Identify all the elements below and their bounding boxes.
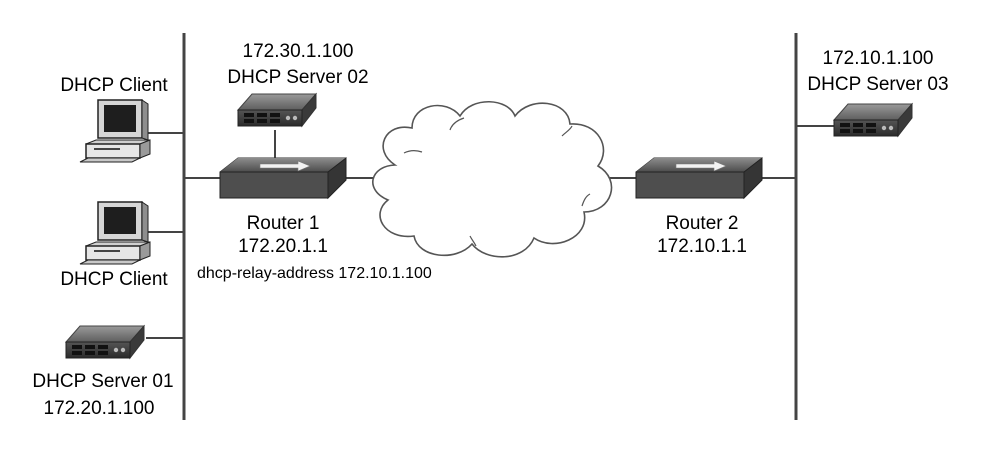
router-2-label: Router 2 bbox=[665, 213, 739, 234]
dhcp-client-2-label: DHCP Client bbox=[60, 269, 168, 290]
router-1-ip: 172.20.1.1 bbox=[238, 236, 328, 257]
dhcp-server-03-label: DHCP Server 03 bbox=[807, 74, 949, 95]
dhcp-server-03-icon bbox=[833, 103, 913, 137]
router-1-icon bbox=[219, 157, 347, 199]
dhcp-server-01-ip: 172.20.1.100 bbox=[43, 398, 155, 419]
dhcp-server-03-ip: 172.10.1.100 bbox=[822, 48, 934, 69]
dhcp-server-02-label: DHCP Server 02 bbox=[227, 67, 369, 88]
router-1-relay-address: dhcp-relay-address 172.10.1.100 bbox=[197, 265, 432, 282]
dhcp-client-2-pc-icon bbox=[79, 201, 151, 265]
router-2-icon bbox=[635, 157, 763, 199]
dhcp-server-01-label: DHCP Server 01 bbox=[32, 371, 174, 392]
router-2-ip: 172.10.1.1 bbox=[657, 236, 747, 257]
router-1-label: Router 1 bbox=[246, 213, 320, 234]
dhcp-server-01-icon bbox=[65, 325, 145, 359]
wan-cloud bbox=[372, 101, 613, 258]
dhcp-server-02-icon bbox=[237, 93, 317, 127]
dhcp-server-02-ip: 172.30.1.100 bbox=[242, 41, 354, 62]
dhcp-client-1-pc-icon bbox=[79, 99, 151, 163]
dhcp-client-1-label: DHCP Client bbox=[60, 75, 168, 96]
